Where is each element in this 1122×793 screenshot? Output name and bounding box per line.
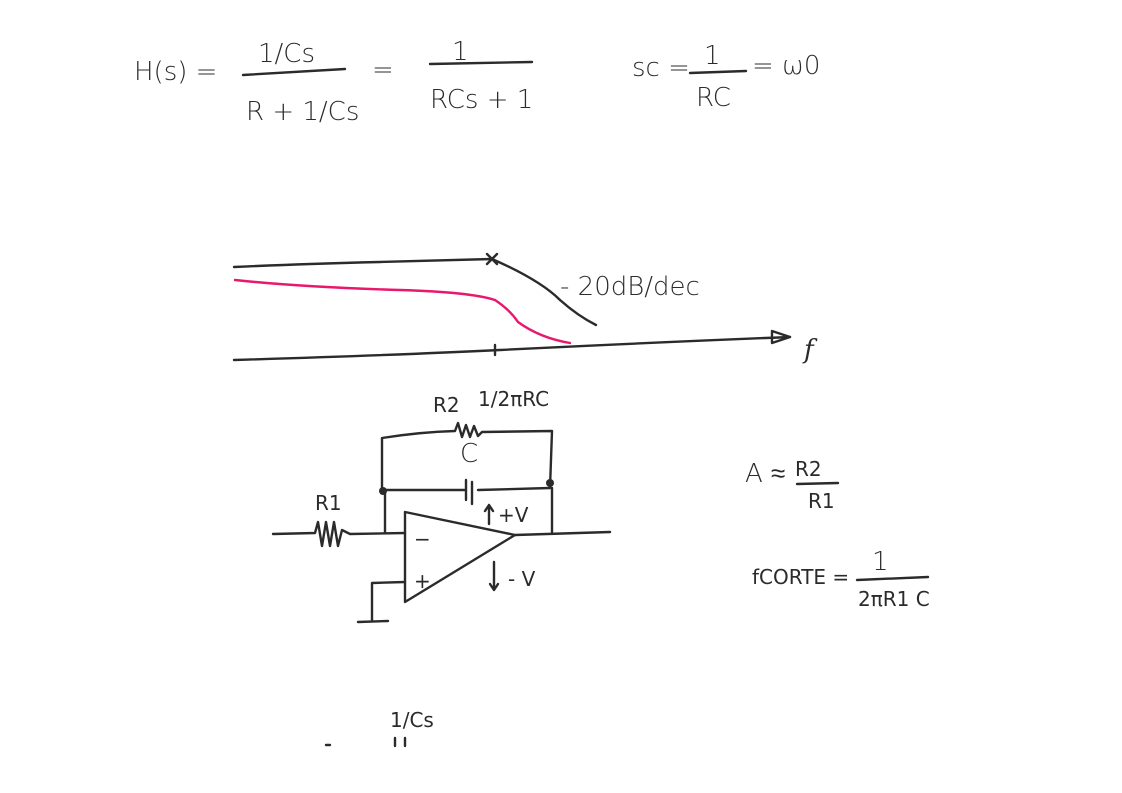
- op-amp: [403, 510, 517, 604]
- response-curve: [233, 278, 572, 345]
- corner-mark: [485, 252, 499, 266]
- feedback-wires: [383, 486, 554, 535]
- minus-input: −: [414, 527, 431, 551]
- r1-resistor: [271, 520, 407, 548]
- sc-lhs: sc =: [632, 53, 690, 83]
- fc-lhs: fCORTE =: [752, 565, 849, 589]
- axis-label: f: [802, 335, 818, 365]
- h-den2: RCs + 1: [430, 85, 533, 115]
- r2-label: R2: [433, 393, 460, 417]
- plus-input: +: [414, 569, 431, 593]
- h-num2: 1: [452, 37, 469, 67]
- slope-label: - 20dB/dec: [560, 272, 700, 302]
- fraction-bar: [241, 67, 347, 77]
- fraction-bar: [795, 481, 840, 486]
- vminus-label: - V: [508, 567, 536, 591]
- sc-den: RC: [696, 83, 731, 113]
- h-num1: 1/Cs: [258, 39, 315, 69]
- r2-resistor: [380, 421, 554, 492]
- gain-lhs: A ≈: [745, 459, 785, 489]
- h-lhs: H(s) =: [134, 57, 217, 87]
- vplus-label: +V: [498, 503, 529, 527]
- fc-den: 2πR1 C: [858, 587, 930, 611]
- sc-rhs: = ω0: [752, 51, 820, 81]
- partial-drawing: [324, 736, 407, 748]
- c-label: C: [460, 439, 478, 469]
- fc-num: 1: [872, 547, 889, 577]
- fraction-bar: [688, 69, 748, 75]
- asymptote-line: [232, 257, 598, 327]
- cutoff-label: 1/2πRC: [478, 387, 549, 411]
- fraction-bar: [428, 60, 534, 66]
- equals-sign: =: [372, 55, 394, 85]
- axis-arrow-icon: [770, 329, 792, 345]
- r1-label: R1: [315, 491, 342, 515]
- output-wire: [513, 530, 612, 537]
- vminus-arrow-icon: [488, 560, 500, 592]
- frequency-axis: [232, 335, 792, 362]
- h-den1: R + 1/Cs: [246, 97, 359, 127]
- ground: [356, 580, 407, 624]
- junction-node: [546, 479, 554, 487]
- sc-num: 1: [704, 41, 721, 71]
- bottom-note: 1/Cs: [390, 708, 434, 732]
- gain-den: R1: [808, 489, 835, 513]
- fraction-bar: [855, 575, 930, 582]
- capacitor: [380, 478, 552, 506]
- vplus-arrow-icon: [483, 503, 495, 526]
- gain-num: R2: [795, 457, 822, 481]
